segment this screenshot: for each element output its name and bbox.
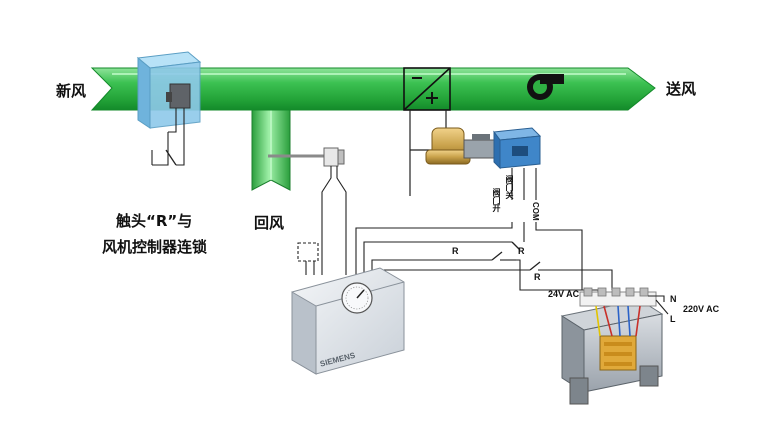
- interlock-label-line1: 触头“R”与: [116, 212, 193, 230]
- sensor-cable: [321, 166, 347, 275]
- fan-icon: [527, 74, 564, 100]
- supply-air-label: 送风: [666, 80, 697, 98]
- terminal-n-label: N: [670, 294, 677, 304]
- relay-r-label-2: R: [518, 246, 525, 256]
- return-air-branch: [251, 99, 291, 191]
- fresh-air-damper: [136, 51, 202, 129]
- interlock-label-line2: 风机控制器连锁: [102, 238, 208, 256]
- thermostat: [291, 267, 405, 375]
- relay-r-label-3: R: [534, 272, 541, 282]
- fresh-air-label: 新风: [56, 82, 87, 100]
- relay-r-label-1: R: [452, 246, 459, 256]
- mains-leads: [648, 295, 669, 315]
- damper-contact-wiring: [151, 108, 185, 166]
- damper-actuator: [169, 83, 191, 109]
- return-air-label: 回风: [254, 214, 285, 232]
- valve-actuator: [493, 127, 542, 170]
- transformer: [560, 287, 664, 405]
- valve-open-label: 阀门开: [492, 188, 501, 212]
- control-wiring: [297, 168, 613, 296]
- valve-close-label: 阀门关: [505, 175, 514, 199]
- com-label: COM: [531, 202, 540, 221]
- terminal-l-label: L: [670, 314, 676, 324]
- water-coil: [403, 67, 451, 111]
- voltage-220-label: 220V AC: [683, 304, 720, 314]
- voltage-24-label: 24V AC: [548, 289, 580, 299]
- water-valve: [425, 127, 497, 165]
